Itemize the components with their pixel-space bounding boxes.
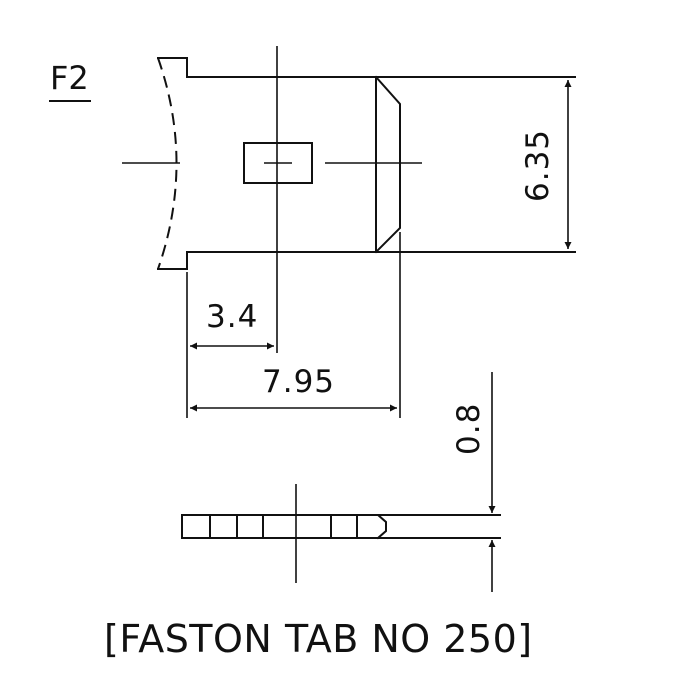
break-line xyxy=(157,57,178,270)
tab-top-view xyxy=(122,46,576,418)
break-top-corner xyxy=(157,57,188,78)
dim-text-hole-offset: 3.4 xyxy=(206,299,258,335)
dim-text-width: 6.35 xyxy=(520,129,556,202)
caption: [FASTON TAB NO 250] xyxy=(104,617,533,661)
dim-hole-offset: 3.4 xyxy=(190,299,274,350)
dim-text-length: 7.95 xyxy=(262,364,335,400)
dim-tab-thickness: 0.8 xyxy=(451,372,496,592)
dim-tab-length: 7.95 xyxy=(190,364,397,412)
tab-side-view xyxy=(181,484,501,583)
dim-tab-width: 6.35 xyxy=(520,80,572,249)
dimple-hole xyxy=(243,142,313,184)
side-tip xyxy=(356,514,387,540)
view-label: F2 xyxy=(50,59,89,97)
dim-text-thickness: 0.8 xyxy=(451,403,487,455)
tip-chamfer xyxy=(374,75,401,254)
break-bottom-corner xyxy=(157,251,188,270)
